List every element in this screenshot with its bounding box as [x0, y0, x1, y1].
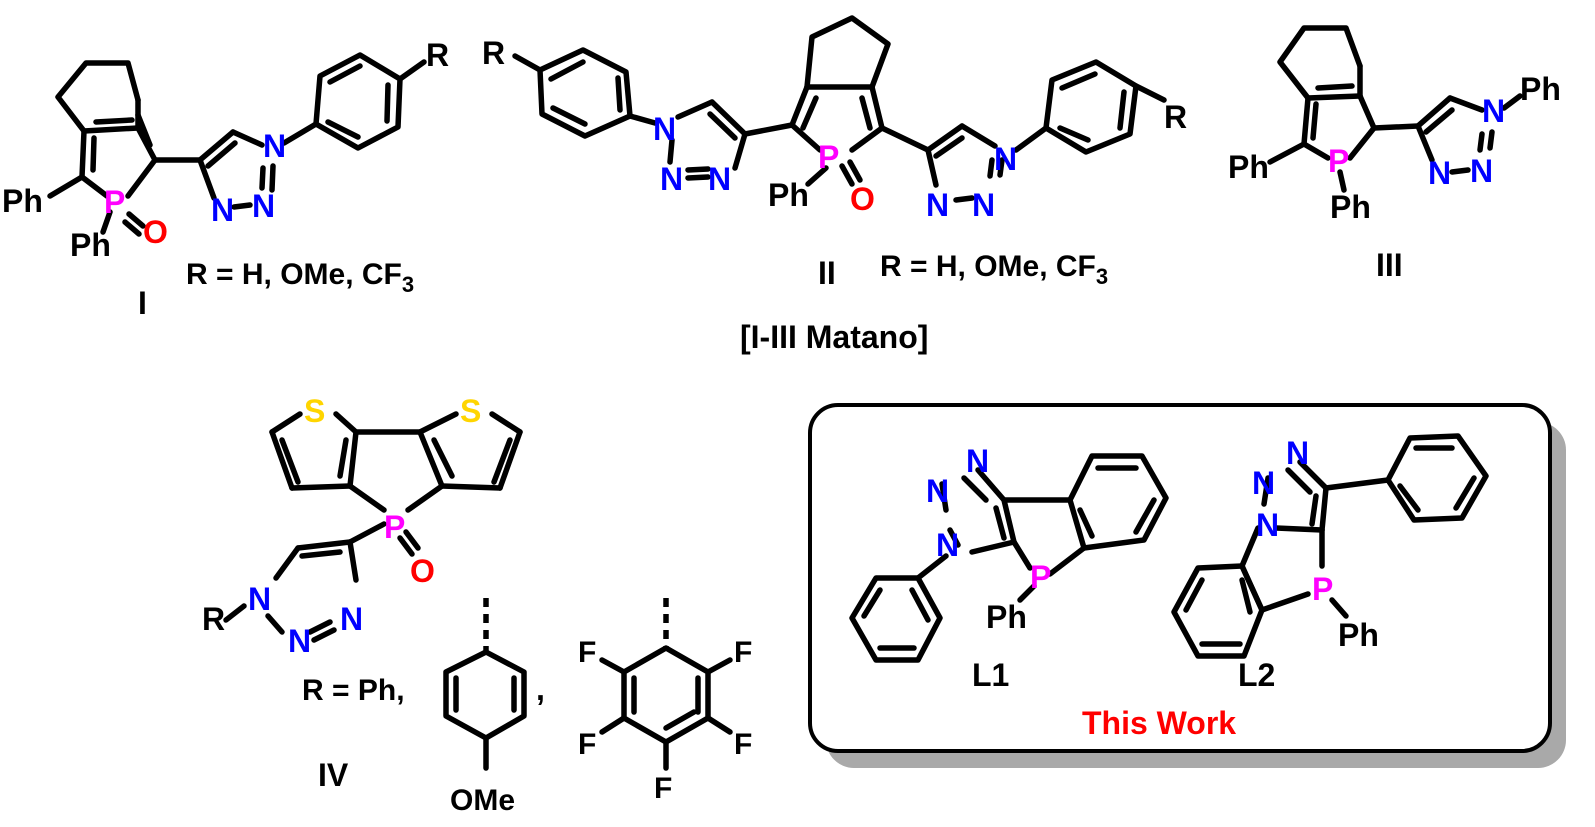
L2-Ph: Ph [1338, 617, 1379, 653]
I-P-atom: P [104, 184, 125, 220]
compound-II [512, 15, 1167, 203]
IV-r-prefix: R = Ph, [302, 674, 405, 707]
III-Ph-right: Ph [1520, 71, 1561, 107]
IV-O-atom: O [410, 553, 435, 589]
II-R-left: R [482, 35, 505, 71]
ligand-L1 [849, 453, 1169, 663]
IV-N3-atom: N [340, 601, 363, 637]
this-work-caption: This Work [1082, 705, 1236, 741]
IV-F5: F [654, 772, 672, 805]
IV-P-atom: P [384, 509, 405, 545]
L2-N2-atom: N [1252, 465, 1275, 501]
IV-label: IV [318, 757, 349, 793]
II-N1-atom: N [653, 111, 676, 147]
I-R-atom: R [426, 37, 449, 73]
L1-label: L1 [972, 657, 1009, 693]
II-N4-atom: N [994, 141, 1017, 177]
compound-IV [223, 411, 733, 771]
I-N1-atom: N [263, 128, 286, 164]
II-N6-atom: N [926, 187, 949, 223]
III-label: III [1376, 247, 1403, 283]
IV-N1-atom: N [248, 581, 271, 617]
II-label: II [818, 255, 836, 291]
IV-F1: F [578, 636, 596, 669]
IV-OMe: OMe [450, 784, 515, 817]
I-Ph-bottom: Ph [70, 227, 111, 263]
II-N2-atom: N [660, 161, 683, 197]
IV-F2: F [734, 636, 752, 669]
II-R-right: R [1164, 99, 1187, 135]
compound-I [47, 52, 427, 237]
II-O-atom: O [850, 181, 875, 217]
I-O-atom: O [143, 214, 168, 250]
IV-S-left: S [304, 393, 325, 429]
II-Ph: Ph [768, 177, 809, 213]
III-Ph-bottom: Ph [1330, 189, 1371, 225]
L1-N3-atom: N [936, 527, 959, 563]
matano-caption: [I-III Matano] [740, 319, 928, 355]
I-label: I [138, 285, 147, 321]
II-substituents: R = H, OMe, CF3 [880, 250, 1108, 289]
IV-F4: F [734, 728, 752, 761]
IV-S-right: S [460, 393, 481, 429]
L2-label: L2 [1238, 657, 1275, 693]
III-Ph-left: Ph [1228, 149, 1269, 185]
I-N2-atom: N [252, 188, 275, 224]
ligand-L2 [1171, 433, 1489, 659]
I-Ph-left: Ph [2, 183, 43, 219]
II-N3-atom: N [708, 161, 731, 197]
I-substituents: R = H, OMe, CF3 [186, 258, 414, 297]
L2-P-atom: P [1312, 571, 1333, 607]
L2-N3-atom: N [1256, 507, 1279, 543]
II-N5-atom: N [972, 187, 995, 223]
IV-N2-atom: N [288, 623, 311, 659]
L1-Ph: Ph [986, 599, 1027, 635]
L1-P-atom: P [1030, 559, 1051, 595]
III-P-atom: P [1328, 143, 1349, 179]
III-N2-atom: N [1470, 153, 1493, 189]
IV-comma: , [536, 671, 545, 707]
I-N3-atom: N [211, 192, 234, 228]
II-P-atom: P [818, 139, 839, 175]
L1-N2-atom: N [926, 473, 949, 509]
IV-F3: F [578, 728, 596, 761]
compound-III [1267, 25, 1523, 193]
L1-N1-atom: N [966, 443, 989, 479]
L2-N1-atom: N [1286, 435, 1309, 471]
III-N1-atom: N [1482, 93, 1505, 129]
III-N3-atom: N [1428, 155, 1451, 191]
IV-R-atom: R [202, 601, 225, 637]
